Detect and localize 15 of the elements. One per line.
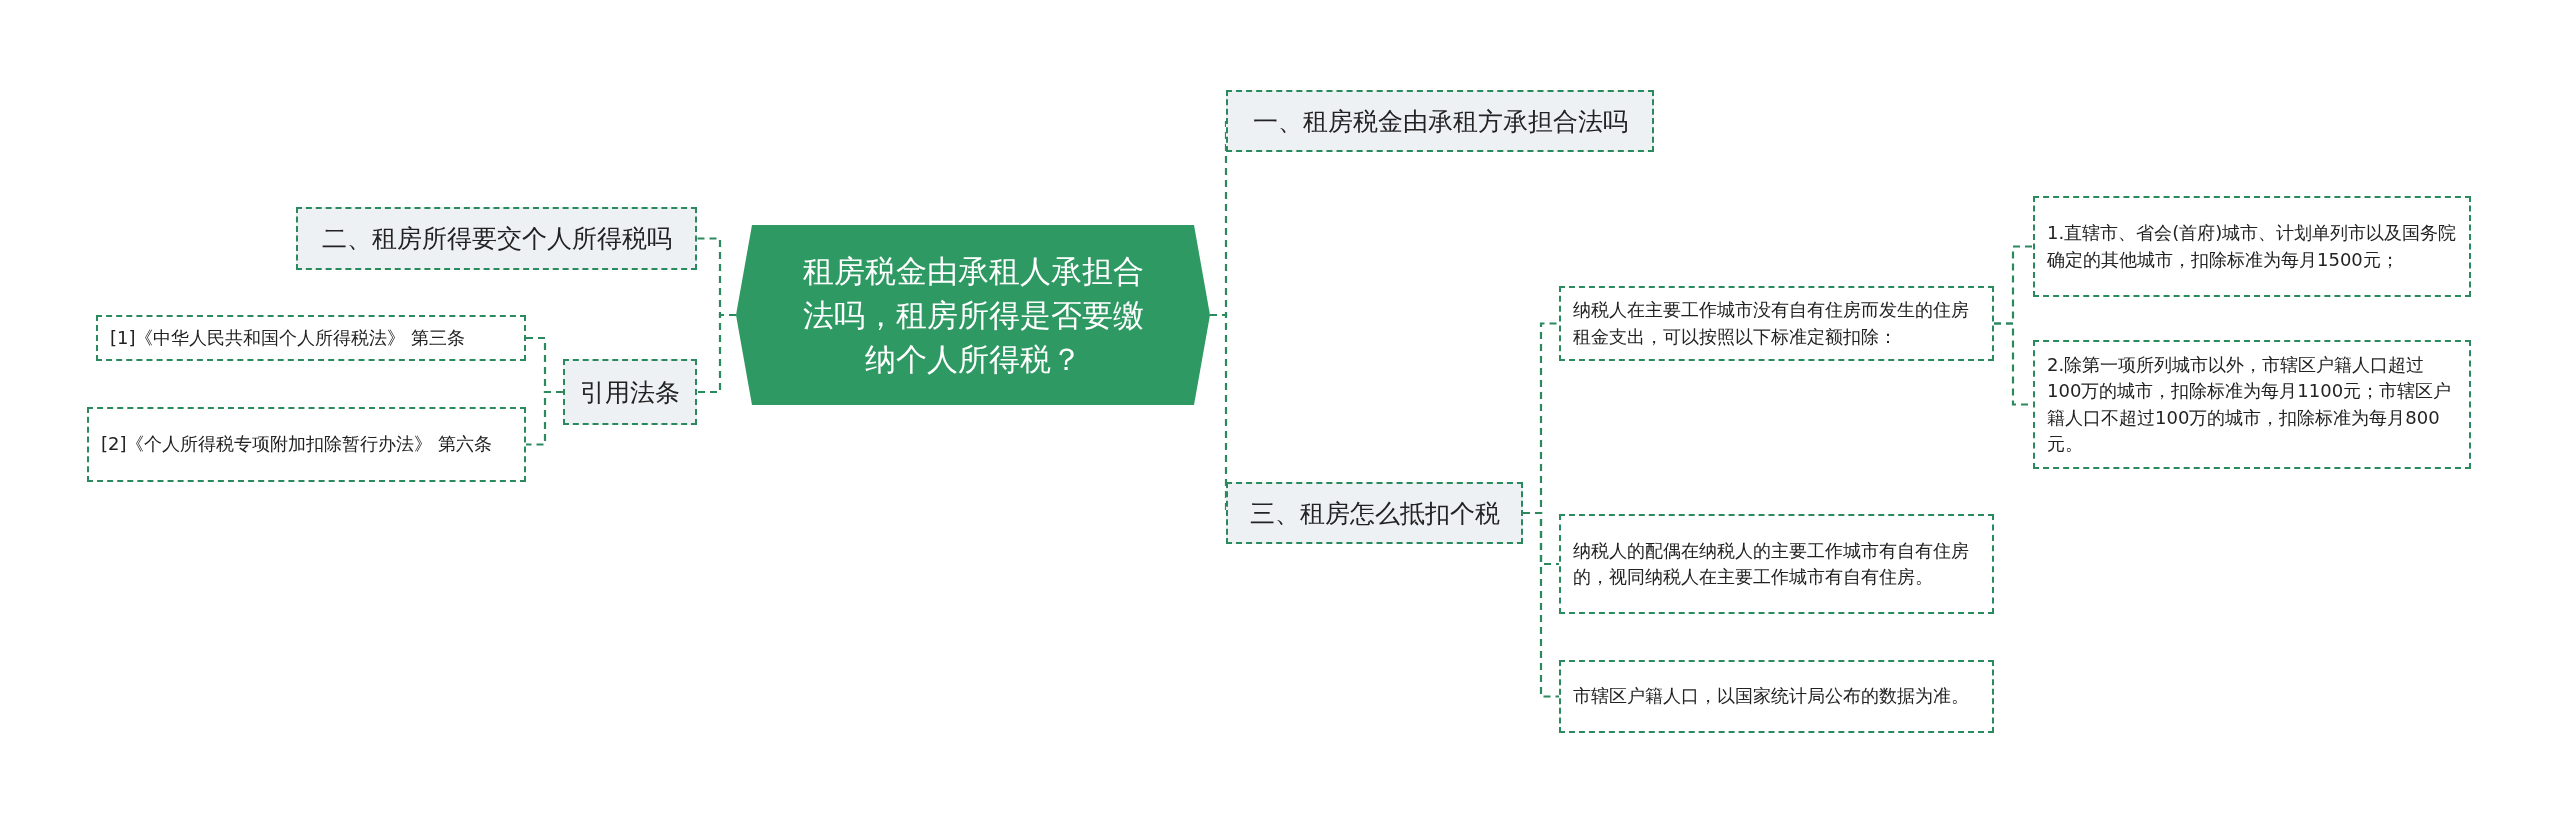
connector-line [697,313,736,394]
note-box: 纳税人在主要工作城市没有自有住房而发生的住房租金支出，可以按照以下标准定额扣除： [1559,286,1994,361]
note-box: 1.直辖市、省会(首府)城市、计划单列市以及国务院确定的其他城市，扣除标准为每月1500元； [2033,196,2471,297]
topic-box: 一、租房税金由承租方承担合法吗 [1226,90,1654,152]
topic-box: 引用法条 [563,359,697,425]
topic-box: 二、租房所得要交个人所得税吗 [296,207,697,270]
note-box: [1]《中华人民共和国个人所得税法》 第三条 [96,315,526,361]
connector-line [1523,511,1559,698]
note-box: [2]《个人所得税专项附加扣除暂行办法》 第六条 [87,407,526,482]
central-topic-box: 租房税金由承租人承担合法吗，租房所得是否要缴纳个人所得税？ [736,225,1210,405]
connector-line [526,390,563,446]
note-box: 市辖区户籍人口，以国家统计局公布的数据为准。 [1559,660,1994,733]
note-box: 2.除第一项所列城市以外，市辖区户籍人口超过100万的城市，扣除标准为每月1100元；市辖区户籍人口不超过100万的城市，扣除标准为每月800元。 [2033,340,2471,469]
topic-box: 三、租房怎么抵扣个税 [1226,482,1523,544]
note-box: 纳税人的配偶在纳税人的主要工作城市有自有住房的，视同纳税人在主要工作城市有自有住房。 [1559,514,1994,614]
